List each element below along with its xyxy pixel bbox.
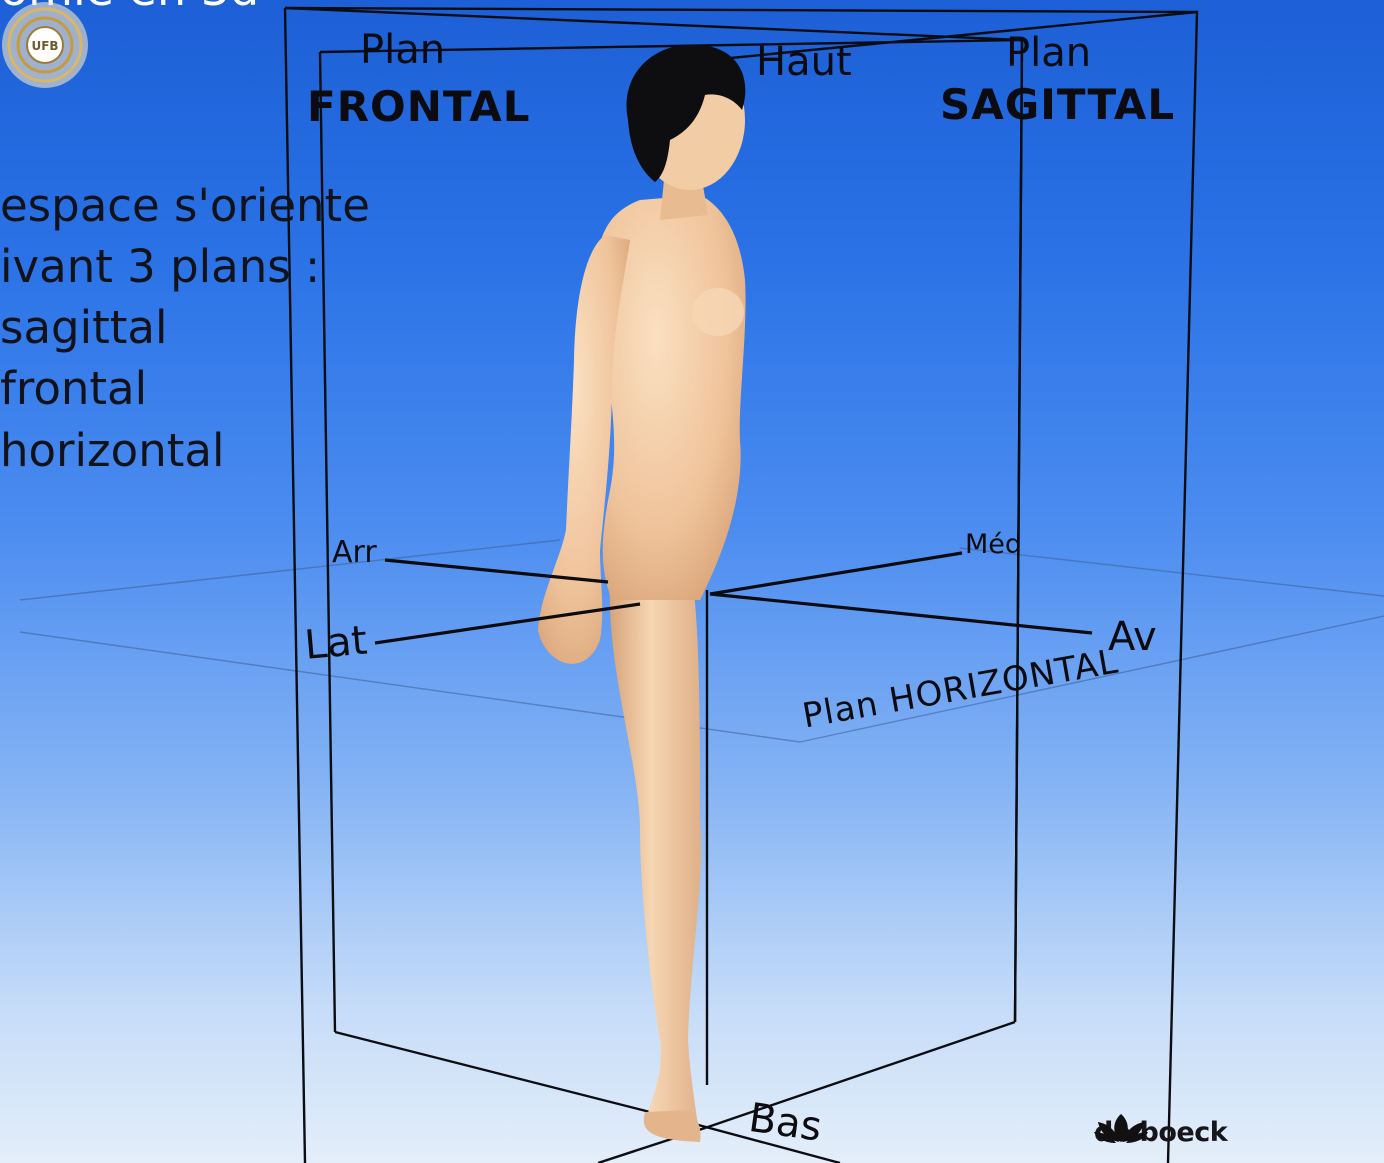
intro-item-frontal: frontal xyxy=(0,366,147,411)
sagittal-plane-name: SAGITTAL xyxy=(940,84,1175,126)
intro-item-horizontal: horizontal xyxy=(0,428,224,473)
direction-back-label: Arr xyxy=(332,538,377,568)
direction-up-label: Haut xyxy=(756,42,852,82)
university-seal-icon: UFB xyxy=(0,0,90,90)
intro-line-1: espace s'oriente xyxy=(0,183,370,228)
direction-down-label: Bas xyxy=(746,1098,824,1148)
intro-item-sagittal: sagittal xyxy=(0,305,167,350)
frontal-plane xyxy=(285,8,1197,1163)
direction-lateral-label: Lat xyxy=(303,621,369,666)
orientation-axes xyxy=(375,553,1092,643)
sagittal-plane xyxy=(285,8,1197,1163)
direction-front-label: Av xyxy=(1108,617,1157,657)
seal-text: UFB xyxy=(31,39,58,53)
direction-medial-label: Méd xyxy=(965,531,1022,558)
leaf-logo-icon xyxy=(1094,1112,1148,1144)
publisher-logo: de boeck xyxy=(1094,1112,1227,1152)
frontal-plane-word: Plan xyxy=(360,30,445,70)
intro-line-2: ivant 3 plans : xyxy=(0,244,320,289)
sagittal-plane-word: Plan xyxy=(1006,33,1091,73)
frontal-plane-name: FRONTAL xyxy=(307,86,531,128)
